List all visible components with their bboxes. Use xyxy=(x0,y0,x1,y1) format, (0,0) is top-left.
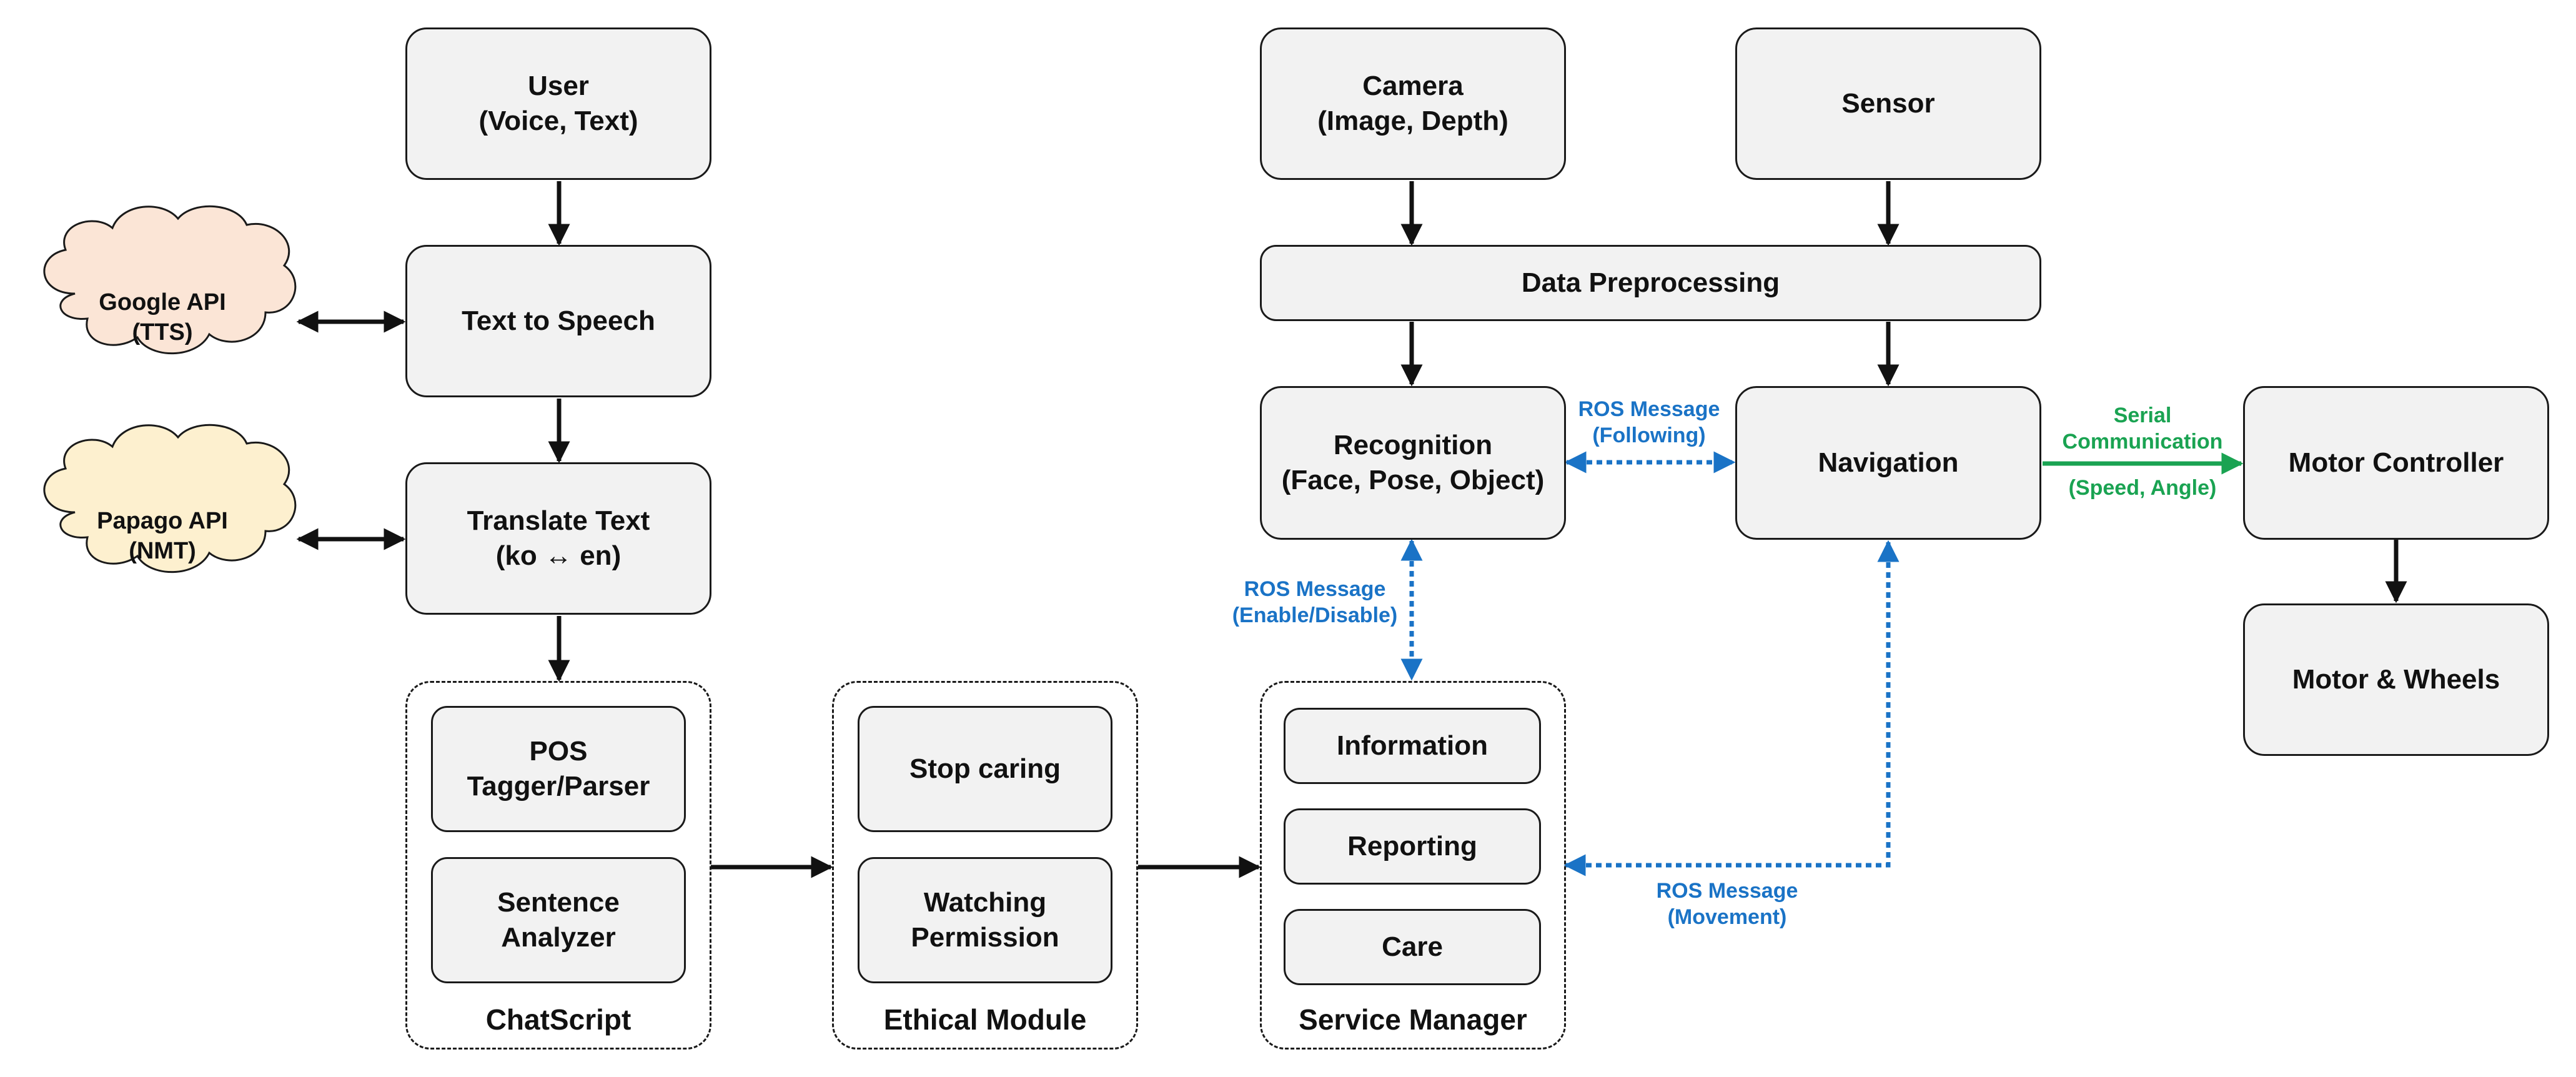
ros-movement-line-2: (Movement) xyxy=(1667,905,1787,929)
ros-following-line-2: (Following) xyxy=(1592,424,1706,447)
motor-controller-box: Motor Controller xyxy=(2243,386,2549,540)
navigation-line-1: Navigation xyxy=(1818,447,1959,478)
sensor-line-1: Sensor xyxy=(1841,88,1935,119)
user-line-1: User xyxy=(528,71,589,101)
sentence-line-1: Sentence xyxy=(497,887,620,918)
user-line-2: (Voice, Text) xyxy=(478,106,638,136)
papago-api-label: Papago API (NMT) xyxy=(56,506,269,566)
watching-permission-box: Watching Permission xyxy=(858,857,1112,983)
sentence-analyzer-box: Sentence Analyzer xyxy=(431,857,686,983)
google-api-line-1: Google API xyxy=(99,289,226,315)
camera-line-2: (Image, Depth) xyxy=(1317,106,1508,136)
pos-tagger-box: POS Tagger/Parser xyxy=(431,706,686,832)
google-api-cloud-shape xyxy=(43,205,297,355)
motor-wheels-box: Motor & Wheels xyxy=(2243,603,2549,756)
google-api-line-2: (TTS) xyxy=(132,319,193,345)
serial-line-1: Serial xyxy=(2113,404,2172,427)
stop-caring-box: Stop caring xyxy=(858,706,1112,832)
translate-text-box: Translate Text (ko ↔ en) xyxy=(405,462,711,615)
data-preprocessing-box: Data Preprocessing xyxy=(1260,245,2041,321)
sensor-box: Sensor xyxy=(1735,27,2041,180)
papago-api-line-2: (NMT) xyxy=(129,538,196,564)
ros-enable-line-1: ROS Message xyxy=(1244,577,1386,601)
ros-enable-disable-label: ROS Message (Enable/Disable) xyxy=(1218,576,1412,628)
reporting-line-1: Reporting xyxy=(1347,831,1477,861)
pos-line-1: POS xyxy=(529,736,588,767)
translate-line-1: Translate Text xyxy=(467,505,650,536)
motor-wheels-line-1: Motor & Wheels xyxy=(2292,664,2500,695)
stop-caring-line-1: Stop caring xyxy=(909,753,1061,784)
ethical-module-group xyxy=(832,681,1138,1050)
chatscript-label: ChatScript xyxy=(485,1003,632,1036)
ros-following-line-1: ROS Message xyxy=(1578,397,1720,421)
tts-line-1: Text to Speech xyxy=(462,305,655,336)
serial-line-2: Communication xyxy=(2062,430,2223,454)
speed-angle-label: (Speed, Angle) xyxy=(2046,475,2239,501)
pos-line-2: Tagger/Parser xyxy=(467,771,650,802)
translate-line-2: (ko ↔ en) xyxy=(495,540,622,571)
ros-following-label: ROS Message (Following) xyxy=(1555,396,1743,449)
service-manager-label: Service Manager xyxy=(1299,1003,1527,1036)
ros-enable-line-2: (Enable/Disable) xyxy=(1232,603,1398,627)
user-box: User (Voice, Text) xyxy=(405,27,711,180)
papago-api-line-1: Papago API xyxy=(97,508,228,534)
reporting-box: Reporting xyxy=(1284,808,1541,885)
watching-line-2: Permission xyxy=(911,922,1059,953)
ros-movement-label: ROS Message (Movement) xyxy=(1633,878,1821,930)
care-box: Care xyxy=(1284,909,1541,985)
sentence-line-2: Analyzer xyxy=(501,922,616,953)
recognition-line-1: Recognition xyxy=(1333,430,1493,460)
watching-line-1: Watching xyxy=(923,887,1047,918)
ros-movement-line-1: ROS Message xyxy=(1656,879,1798,903)
papago-api-cloud-shape xyxy=(43,424,297,573)
text-to-speech-box: Text to Speech xyxy=(405,245,711,397)
camera-box: Camera (Image, Depth) xyxy=(1260,27,1566,180)
ethical-module-label: Ethical Module xyxy=(883,1003,1087,1036)
camera-line-1: Camera xyxy=(1362,71,1464,101)
google-api-label: Google API (TTS) xyxy=(56,287,269,347)
navigation-box: Navigation xyxy=(1735,386,2041,540)
preprocessing-line-1: Data Preprocessing xyxy=(1521,267,1780,298)
recognition-line-2: (Face, Pose, Object) xyxy=(1281,465,1545,495)
motor-controller-line-1: Motor Controller xyxy=(2288,447,2504,478)
speed-line-1: (Speed, Angle) xyxy=(2068,476,2217,500)
recognition-box: Recognition (Face, Pose, Object) xyxy=(1260,386,1566,540)
ros-movement-link xyxy=(1563,540,1900,876)
chatscript-group xyxy=(405,681,711,1050)
care-line-1: Care xyxy=(1382,931,1443,962)
serial-communication-label: Serial Communication xyxy=(2046,402,2239,455)
service-manager-group xyxy=(1260,681,1566,1050)
information-line-1: Information xyxy=(1337,730,1488,761)
information-box: Information xyxy=(1284,708,1541,784)
